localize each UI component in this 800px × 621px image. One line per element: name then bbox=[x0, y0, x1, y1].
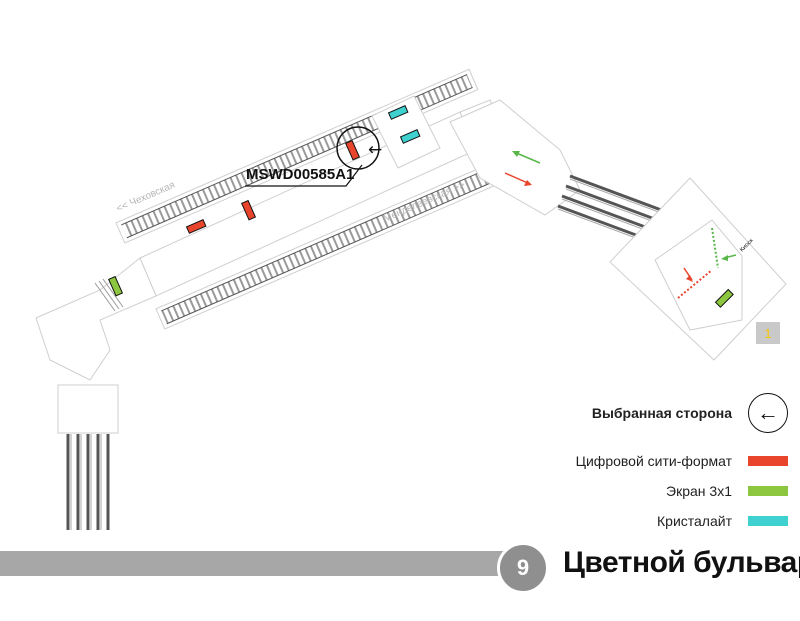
selected-side-marker bbox=[336, 126, 380, 170]
digital-city-format-board-selected bbox=[345, 139, 361, 161]
line-number-badge: 9 bbox=[497, 542, 549, 594]
line-number: 9 bbox=[516, 555, 530, 580]
digital-city-format-board bbox=[241, 199, 257, 221]
legend-selected-side-label: Выбранная сторона bbox=[591, 405, 732, 421]
line-bar bbox=[0, 551, 504, 576]
crystalite-board bbox=[399, 129, 421, 144]
code-leader-line bbox=[245, 164, 363, 187]
exit-badge: 1 bbox=[756, 322, 780, 344]
digital-city-format-board bbox=[185, 219, 207, 234]
selected-side-icon: ← bbox=[748, 393, 788, 433]
legend-item-digital-city-format: Цифровой сити-формат bbox=[576, 446, 788, 476]
passage-right bbox=[449, 99, 581, 216]
station-name: Цветной бульвар bbox=[563, 546, 800, 579]
vestibule-left bbox=[35, 257, 157, 381]
legend-item-label: Кристалайт bbox=[657, 513, 732, 529]
legend-item-crystalite: Кристалайт bbox=[657, 506, 788, 536]
legend-item-label: Экран 3х1 bbox=[666, 483, 732, 499]
legend-swatch bbox=[748, 516, 788, 526]
screen-3x1 bbox=[108, 275, 124, 297]
arrow-left-icon: ← bbox=[757, 400, 779, 425]
legend-swatch bbox=[748, 486, 788, 496]
flow-arrows bbox=[504, 151, 737, 299]
left-stairs bbox=[94, 278, 124, 312]
selected-arrow-icon: ← bbox=[368, 140, 382, 160]
legend-item-screen-3x1: Экран 3х1 bbox=[666, 476, 788, 506]
surface-code-label: MSWD00585A1 bbox=[246, 166, 355, 183]
screen-3x1 bbox=[714, 288, 734, 308]
lower-hall-left bbox=[57, 384, 119, 434]
left-escalators bbox=[66, 434, 110, 530]
crystalite-board bbox=[387, 105, 409, 120]
legend-selected-side: Выбранная сторона ← bbox=[591, 393, 788, 433]
legend-swatch bbox=[748, 456, 788, 466]
legend-item-label: Цифровой сити-формат bbox=[575, 453, 732, 469]
lower-track bbox=[155, 154, 519, 330]
